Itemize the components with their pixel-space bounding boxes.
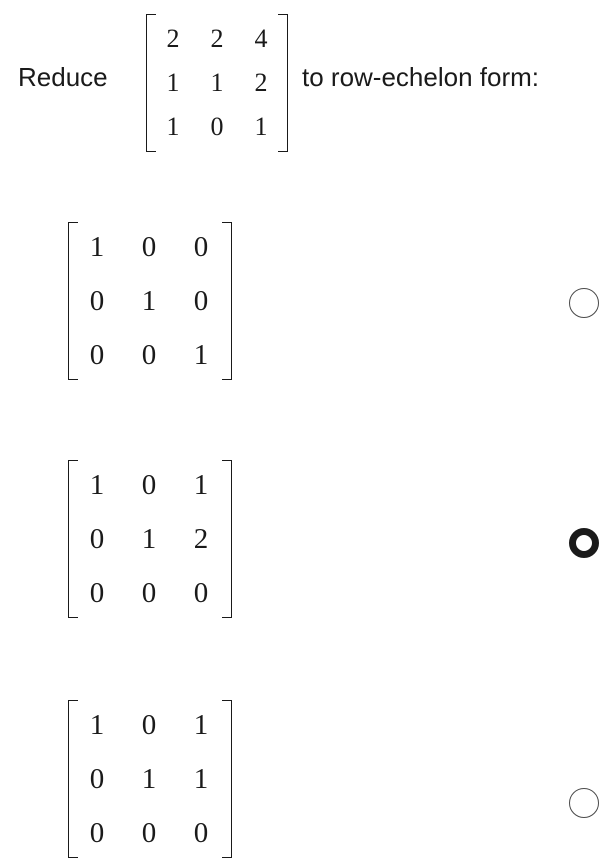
matrix-cell: 1	[141, 523, 157, 555]
left-bracket	[68, 700, 78, 858]
option-c-radio[interactable]	[569, 788, 599, 818]
matrix-cell: 0	[89, 285, 105, 317]
matrix-cell: 0	[193, 231, 209, 263]
matrix-cell: 1	[210, 68, 224, 97]
matrix-cell: 1	[141, 763, 157, 795]
answer-option-b[interactable]: 1 0 1 0 1 2 0 0 0	[0, 460, 605, 628]
right-bracket	[222, 700, 232, 858]
matrix-cell: 0	[141, 231, 157, 263]
matrix-cell: 0	[210, 112, 224, 141]
matrix-cell: 0	[141, 817, 157, 849]
answer-option-a[interactable]: 1 0 0 0 1 0 0 0 1	[0, 222, 605, 390]
question-matrix: 2 2 4 1 1 2 1 0 1	[146, 14, 288, 152]
matrix-cell: 1	[193, 763, 209, 795]
right-bracket	[278, 14, 288, 152]
matrix-cell: 0	[89, 763, 105, 795]
answer-option-c[interactable]: 1 0 1 0 1 1 0 0 0	[0, 700, 605, 858]
matrix-cell: 1	[193, 469, 209, 501]
question-prefix: Reduce	[18, 62, 108, 92]
matrix-cell: 0	[141, 577, 157, 609]
matrix-cell: 1	[166, 68, 180, 97]
matrix-cell: 1	[89, 231, 105, 263]
option-matrix: 1 0 1 0 1 2 0 0 0	[68, 460, 232, 618]
matrix-cell: 4	[254, 24, 268, 53]
option-a-radio[interactable]	[569, 288, 599, 318]
right-bracket	[222, 460, 232, 618]
matrix-cell: 1	[89, 469, 105, 501]
option-matrix: 1 0 0 0 1 0 0 0 1	[68, 222, 232, 380]
matrix-cell: 1	[254, 112, 268, 141]
matrix-cell: 0	[89, 817, 105, 849]
matrix-cell: 2	[166, 24, 180, 53]
left-bracket	[68, 222, 78, 380]
matrix-cell: 2	[193, 523, 209, 555]
matrix-cell: 1	[166, 112, 180, 141]
matrix-cell: 0	[89, 523, 105, 555]
question: Reduce 2 2 4 1 1 2 1 0 1 to row-echelon …	[0, 0, 605, 175]
matrix-cell: 0	[141, 469, 157, 501]
option-b-radio[interactable]	[569, 528, 599, 558]
option-matrix: 1 0 1 0 1 1 0 0 0	[68, 700, 232, 858]
matrix-cell: 1	[193, 709, 209, 741]
matrix-cell: 0	[193, 817, 209, 849]
right-bracket	[222, 222, 232, 380]
left-bracket	[68, 460, 78, 618]
matrix-cell: 2	[254, 68, 268, 97]
matrix-cell: 0	[89, 577, 105, 609]
matrix-cell: 1	[193, 339, 209, 371]
matrix-cell: 1	[141, 285, 157, 317]
matrix-cell: 0	[141, 339, 157, 371]
matrix-cell: 0	[89, 339, 105, 371]
matrix-cell: 0	[193, 285, 209, 317]
matrix-cell: 1	[89, 709, 105, 741]
left-bracket	[146, 14, 156, 152]
matrix-cell: 2	[210, 24, 224, 53]
question-suffix: to row-echelon form:	[302, 62, 539, 92]
matrix-cell: 0	[141, 709, 157, 741]
matrix-cell: 0	[193, 577, 209, 609]
